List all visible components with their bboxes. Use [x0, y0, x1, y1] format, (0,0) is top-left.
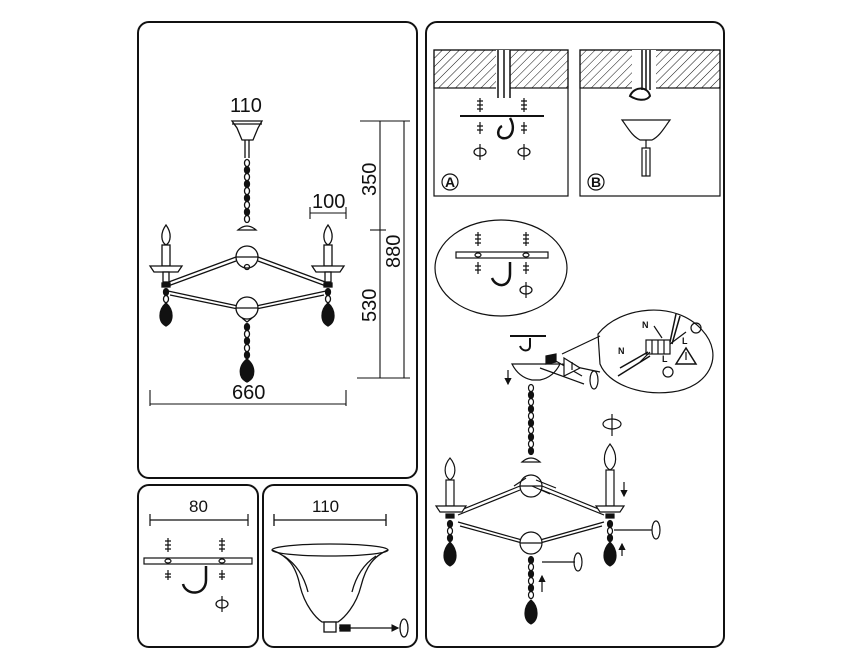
chandelier-drawing: [148, 120, 346, 383]
mounting-plate-drawing: [143, 514, 253, 612]
install-assembly-drawing: [434, 335, 661, 625]
wire-l-bottom-label: L: [662, 354, 668, 364]
bracket-zoom-oval: [434, 219, 568, 317]
canopy-panel: [262, 484, 418, 648]
mounting-plate-panel: [137, 484, 259, 648]
step-b-box: [579, 49, 721, 197]
plate-width-label: 80: [189, 497, 208, 516]
wire-n-bottom-label: N: [618, 346, 625, 356]
chain-lower: [243, 322, 251, 360]
wire-n-top-label: N: [642, 320, 649, 330]
step-a-label: A: [445, 174, 455, 190]
canopy-width-detail-label: 110: [312, 497, 339, 516]
canopy-drawing: [271, 514, 409, 638]
cup-width-label: 100: [312, 191, 345, 213]
wire-l-top-label: L: [682, 336, 688, 346]
step-b-label: B: [591, 174, 601, 190]
canopy-width-label: 110: [230, 95, 262, 117]
hang-length-label: 350: [359, 163, 381, 196]
total-height-label: 880: [383, 235, 405, 268]
main-dimension-lines: [149, 120, 410, 406]
install-lower-chain: [527, 555, 535, 600]
main-dimensions-panel: [137, 21, 418, 479]
overall-width-label: 660: [232, 382, 265, 404]
wiring-zoom-circle: [561, 309, 714, 394]
install-chain: [527, 383, 535, 456]
step-a-box: [433, 49, 569, 197]
chain-upper: [243, 158, 251, 224]
body-height-label: 530: [359, 289, 381, 322]
